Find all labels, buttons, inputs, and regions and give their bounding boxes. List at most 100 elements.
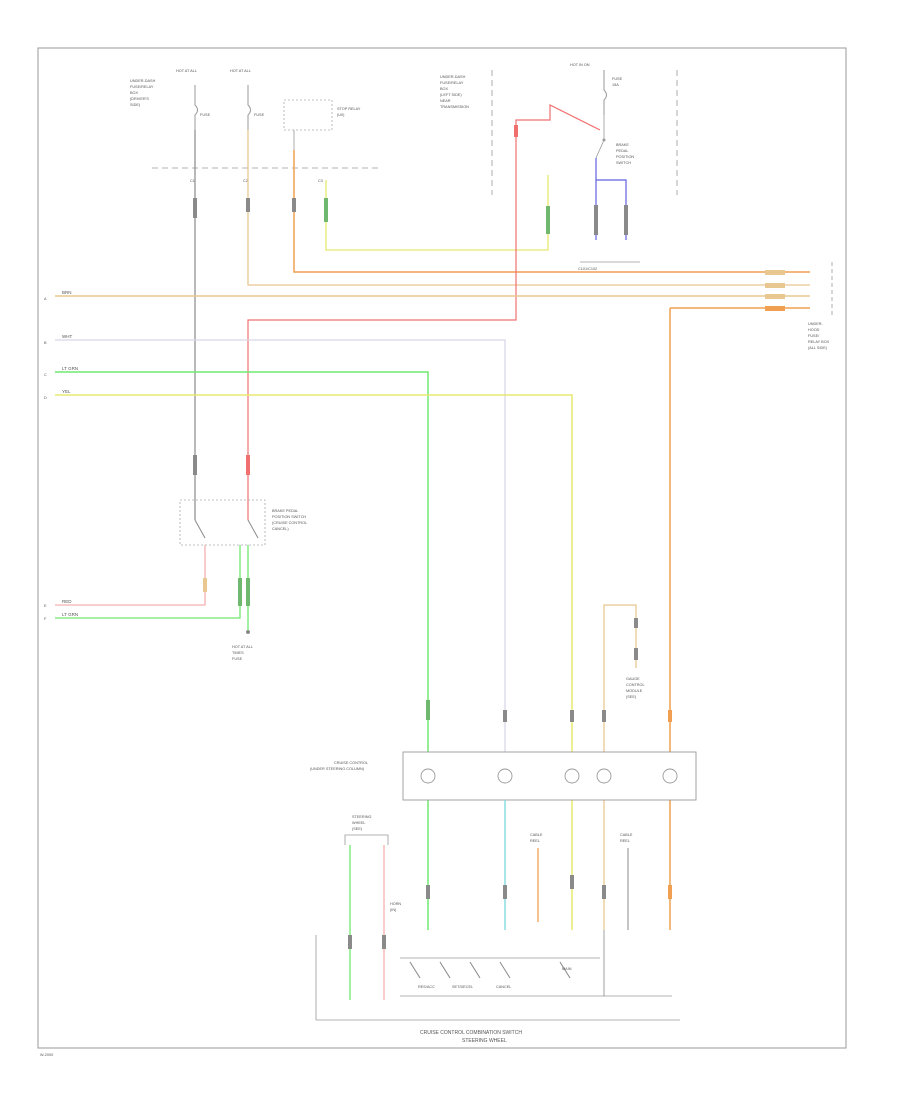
svg-text:GAUGE: GAUGE — [626, 677, 640, 681]
svg-text:CABLE: CABLE — [620, 833, 633, 837]
wire-connector-10 — [246, 455, 250, 475]
wire-connector-14 — [634, 618, 638, 628]
cable-reel-label-1: CABLE REEL — [530, 833, 543, 843]
wire-connector-1 — [193, 198, 197, 218]
svg-text:POSITION SWITCH: POSITION SWITCH — [272, 515, 306, 519]
svg-text:STEERING: STEERING — [352, 815, 371, 819]
svg-text:CRUISE CONTROL: CRUISE CONTROL — [334, 761, 368, 765]
svg-text:UNDER-DASH: UNDER-DASH — [130, 79, 156, 83]
wire-label-yel: YEL — [62, 389, 71, 394]
svg-text:(IN): (IN) — [390, 908, 397, 912]
fuse-3-label: FUSE — [612, 77, 623, 81]
svg-text:(SEE): (SEE) — [626, 695, 637, 699]
svg-text:FUSE/RELAY: FUSE/RELAY — [130, 85, 154, 89]
wire-connector-8 — [594, 205, 598, 235]
red-wire-top — [247, 104, 601, 520]
svg-text:SET/DECEL: SET/DECEL — [452, 985, 473, 989]
svg-text:HOOD: HOOD — [808, 328, 820, 332]
bus-terminal-tags — [765, 270, 785, 311]
svg-text:(DRIVER'S: (DRIVER'S — [130, 97, 149, 101]
svg-text:BRAKE PEDAL: BRAKE PEDAL — [272, 509, 298, 513]
svg-text:C3: C3 — [318, 179, 323, 183]
tan-wire-top — [247, 130, 810, 286]
svg-text:POSITION: POSITION — [616, 155, 634, 159]
wire-connector-11 — [203, 578, 207, 592]
under-hood-fuse-label: UNDER- HOOD FUSE/ RELAY BOX (ALL SIDE) — [808, 322, 830, 350]
wire-label-brn: BRN — [62, 290, 72, 295]
svg-text:C1: C1 — [190, 179, 195, 183]
svg-text:HORN: HORN — [390, 902, 401, 906]
hot-label-1: HOT AT ALL — [176, 69, 197, 73]
wire-label-red: RED — [62, 599, 72, 604]
diagram-frame — [37, 47, 847, 1049]
cable-reel-label-2: CABLE REEL — [620, 833, 633, 843]
svg-text:NEAR: NEAR — [440, 99, 451, 103]
svg-text:CANCEL: CANCEL — [496, 985, 511, 989]
orange-wire-top — [293, 150, 810, 273]
wire-pin-f: F — [44, 617, 47, 621]
svg-text:REEL: REEL — [620, 839, 630, 843]
wire-label-wht: WHT — [62, 334, 72, 339]
svg-text:CONTROL: CONTROL — [626, 683, 645, 687]
svg-text:(ALL SIDE): (ALL SIDE) — [808, 346, 828, 350]
lower-connectors — [348, 875, 672, 949]
svg-text:BOX: BOX — [130, 91, 138, 95]
brake-switch-top: BRAKE PEDAL POSITION SWITCH — [595, 115, 634, 165]
svg-text:PEDAL: PEDAL — [616, 149, 628, 153]
wire-connector-7 — [514, 125, 518, 137]
hot-in-on-label: HOT IN ON — [570, 63, 590, 67]
steering-bracket — [344, 834, 389, 845]
connector-label: C101/C102 — [578, 267, 597, 271]
ground-point — [246, 630, 250, 634]
footer-code: W-2000 — [40, 1053, 53, 1057]
stop-relay-box — [283, 99, 333, 131]
svg-text:UNDER-: UNDER- — [808, 322, 824, 326]
wire-connector-4 — [292, 198, 296, 212]
horn-label: HORN (IN) — [390, 902, 401, 912]
svg-text:RES/ACC: RES/ACC — [418, 985, 435, 989]
svg-text:STOP RELAY: STOP RELAY — [337, 107, 361, 111]
connector-tags-top: C1 C2 C3 — [190, 179, 323, 183]
under-dash-fuse-box-label: UNDER-DASH FUSE/RELAY BOX (DRIVER'S SIDE… — [130, 79, 156, 107]
svg-text:FUSE/: FUSE/ — [808, 334, 820, 338]
svg-text:UNDER-DASH: UNDER-DASH — [440, 75, 466, 79]
svg-text:SIDE): SIDE) — [130, 103, 141, 107]
wire-pin-c: C — [44, 373, 47, 377]
fuse-label-2: FUSE — [254, 113, 265, 117]
wire-pin-d: D — [44, 396, 47, 400]
svg-text:MAIN: MAIN — [562, 967, 572, 971]
wire-connector-5 — [324, 198, 328, 222]
svg-text:MODULE: MODULE — [626, 689, 643, 693]
svg-text:(UNDER STEERING COLUMN): (UNDER STEERING COLUMN) — [310, 767, 365, 771]
svg-text:(U0): (U0) — [337, 113, 345, 117]
wire-connector-15 — [634, 648, 638, 660]
brake-pedal-position-switch: BRAKE PEDAL POSITION SWITCH (CRUISE CONT… — [179, 499, 307, 546]
wire-pin-a: A — [44, 297, 47, 301]
wire-connector-13 — [246, 578, 250, 606]
wire-pin-b: B — [44, 341, 47, 345]
svg-text:CANCEL): CANCEL) — [272, 527, 289, 531]
bottom-subtitle: STEERING WHEEL — [462, 1038, 507, 1044]
svg-text:(LEFT SIDE): (LEFT SIDE) — [440, 93, 462, 97]
white-wire — [55, 339, 506, 930]
svg-text:SWITCH: SWITCH — [616, 161, 631, 165]
svg-text:BOX: BOX — [440, 87, 448, 91]
wire-connector-6 — [546, 206, 550, 234]
svg-text:REEL: REEL — [530, 839, 540, 843]
fuse-symbol-3 — [603, 70, 607, 115]
svg-text:HOT AT ALL: HOT AT ALL — [232, 645, 253, 649]
module-entry-connectors — [426, 700, 672, 722]
stop-relay-label: STOP RELAY (U0) — [337, 107, 361, 117]
svg-text:BRAKE: BRAKE — [616, 143, 629, 147]
red-wire-bottom — [55, 545, 206, 606]
wire-connector-3 — [246, 198, 250, 212]
svg-text:CABLE: CABLE — [530, 833, 543, 837]
svg-text:(CRUISE CONTROL: (CRUISE CONTROL — [272, 521, 307, 525]
combination-switch: RES/ACC SET/DECEL CANCEL MAIN — [315, 930, 680, 1021]
yel-wire — [55, 394, 573, 930]
wire-connector-12 — [238, 578, 242, 606]
svg-text:TRANSMISSION: TRANSMISSION — [440, 105, 469, 109]
steering-wheel-label: STEERING WHEEL (SEE) — [352, 815, 371, 831]
wire-label-ltgrn: LT GRN — [62, 366, 78, 371]
